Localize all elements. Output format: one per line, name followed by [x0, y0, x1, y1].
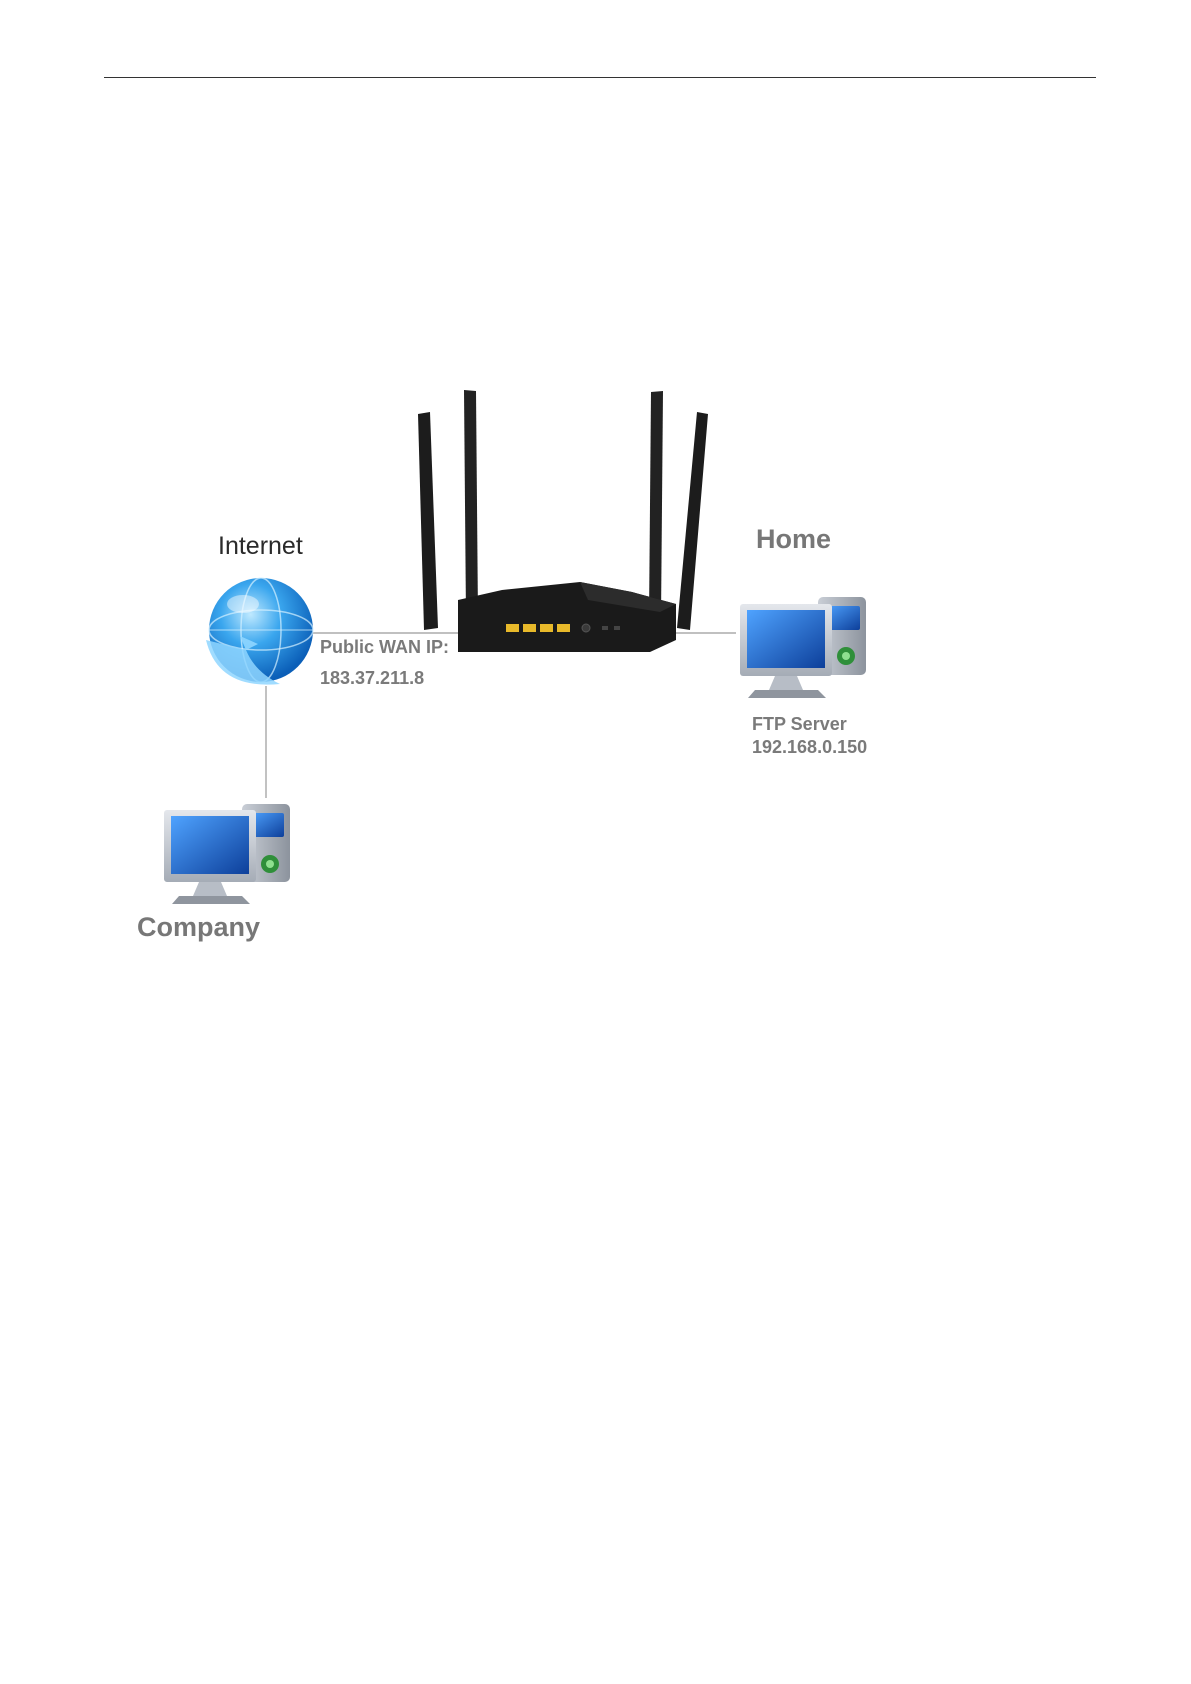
- company-computer-icon: [164, 804, 290, 904]
- home-label: Home: [756, 524, 831, 555]
- internet-label: Internet: [218, 532, 303, 561]
- ftp-server-title: FTP Server: [752, 714, 847, 735]
- company-label: Company: [137, 912, 260, 943]
- globe-icon: [206, 578, 313, 685]
- home-computer-icon: [740, 597, 866, 698]
- ftp-server-ip: 192.168.0.150: [752, 737, 867, 758]
- wan-ip-title: Public WAN IP:: [320, 637, 449, 658]
- router-icon: [418, 390, 708, 652]
- wan-ip-value: 183.37.211.8: [320, 668, 424, 689]
